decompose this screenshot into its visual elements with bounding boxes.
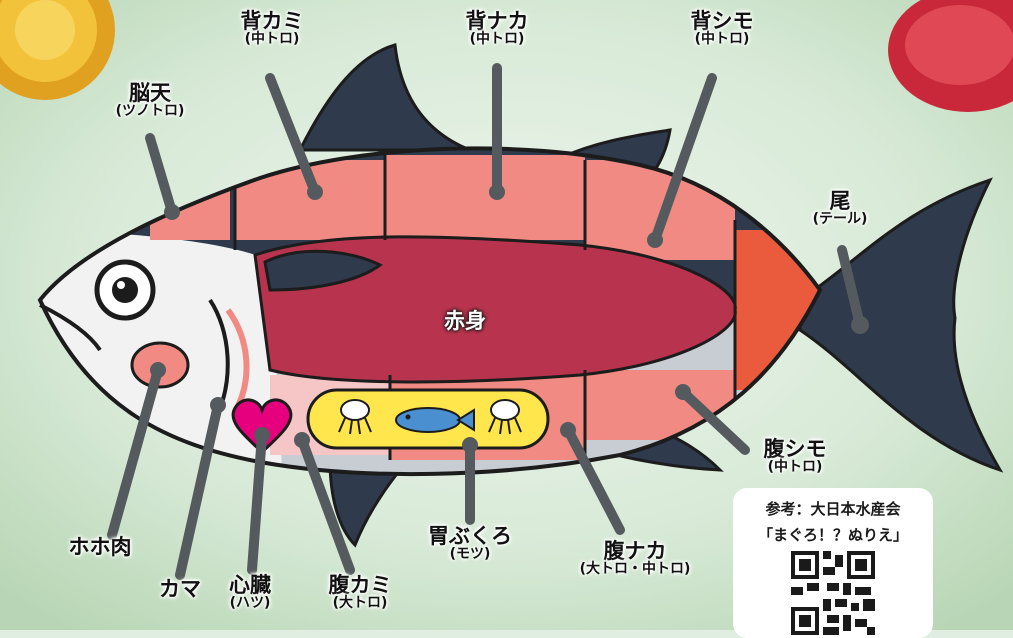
eye: [94, 259, 156, 321]
chrysanthemum-decoration: [0, 0, 115, 100]
pointer-lines: [107, 63, 865, 580]
squid-icon: [338, 399, 372, 435]
pectoral-fin: [263, 249, 383, 292]
label-hara-naka: 腹ナカ (大トロ・中トロ): [560, 540, 710, 577]
label-se-naka-name: 背ナカ: [465, 9, 529, 33]
reference-box: 参考：大日本水産会 「まぐろ！？ぬりえ」: [733, 488, 933, 638]
label-hara-shimo-name: 腹シモ: [763, 437, 827, 461]
label-heart-name: 心臓: [229, 573, 271, 597]
dorsal-fin: [297, 43, 471, 152]
label-kama: カマ: [140, 578, 220, 600]
label-noten-name: 脳天: [129, 81, 171, 105]
label-se-kami: 背カミ (中トロ): [232, 10, 312, 47]
fish-icon: [395, 407, 475, 433]
mouth: [39, 303, 102, 352]
pointer-dots: [150, 184, 869, 453]
label-noten-grade: (ツノトロ): [115, 103, 185, 120]
heart-part: [231, 398, 293, 455]
label-se-shimo-grade: (中トロ): [694, 31, 750, 48]
label-hara-kami: 腹カミ (大トロ): [310, 574, 410, 611]
label-hara-naka-name: 腹ナカ: [603, 539, 667, 563]
label-tail: 尾 (テール): [800, 190, 880, 227]
pelvic-fin: [328, 458, 403, 548]
label-tail-name: 尾: [829, 189, 851, 213]
label-stomach: 胃ぶくろ (モツ): [410, 525, 530, 562]
se-naka-part: [385, 155, 585, 240]
label-heart: 心臓 (ハツ): [210, 574, 290, 611]
label-se-naka: 背ナカ (中トロ): [457, 10, 537, 47]
label-akami: 赤身: [420, 310, 510, 332]
squid-icon: [488, 399, 522, 435]
label-hara-shimo: 腹シモ (中トロ): [745, 438, 845, 475]
label-noten: 脳天 (ツノトロ): [100, 82, 200, 119]
gill-inner: [225, 308, 250, 412]
label-se-shimo: 背シモ (中トロ): [682, 10, 762, 47]
label-hara-naka-grade: (大トロ・中トロ): [579, 561, 691, 578]
label-hara-kami-grade: (大トロ): [332, 595, 388, 612]
qr-code[interactable]: [791, 551, 875, 635]
tuna-sashimi-decoration: [888, 0, 1013, 112]
reference-title: 「まぐろ！？ぬりえ」: [757, 526, 908, 544]
label-se-shimo-name: 背シモ: [690, 9, 754, 33]
label-stomach-grade: (モツ): [449, 546, 491, 563]
label-hara-shimo-grade: (中トロ): [767, 459, 823, 476]
label-se-kami-name: 背カミ: [240, 9, 304, 33]
label-hoho-name: ホホ肉: [68, 535, 132, 559]
label-heart-grade: (ハツ): [229, 595, 271, 612]
reference-source: 参考：大日本水産会: [765, 500, 901, 518]
label-tail-grade: (テール): [812, 211, 868, 228]
label-stomach-name: 胃ぶくろ: [428, 524, 512, 548]
label-se-kami-grade: (中トロ): [244, 31, 300, 48]
label-kama-name: カマ: [159, 577, 201, 601]
label-hoho: ホホ肉: [50, 536, 150, 558]
label-se-naka-grade: (中トロ): [469, 31, 525, 48]
tail-fin: [798, 177, 1004, 473]
label-hara-kami-name: 腹カミ: [328, 573, 392, 597]
label-akami-name: 赤身: [444, 309, 486, 333]
